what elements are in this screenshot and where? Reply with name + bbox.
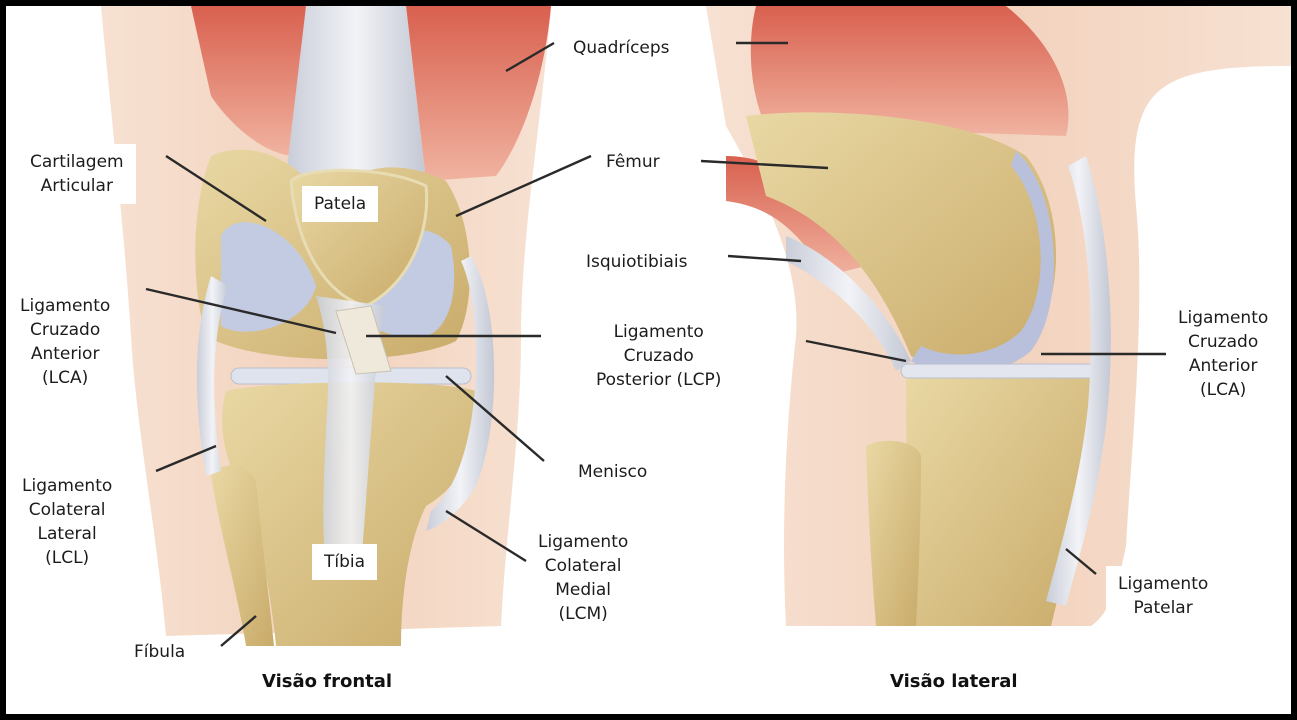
label-fibula: Fíbula [134,640,185,664]
label-line: Colateral [538,554,628,578]
label-tibia: Tíbia [312,544,377,580]
label-line: Isquiotibiais [586,250,687,274]
label-line: Fíbula [134,640,185,664]
label-lcm: Ligamento Colateral Medial (LCM) [538,530,628,626]
label-line: (LCA) [1178,378,1268,402]
label-line: Cruzado [1178,330,1268,354]
label-line: Ligamento [1118,572,1208,596]
label-line: Posterior (LCP) [596,368,721,392]
label-patela: Patela [302,186,378,222]
label-line: Quadríceps [573,36,670,60]
label-line: Fêmur [606,150,660,174]
label-lca-lateral: Ligamento Cruzado Anterior (LCA) [1166,300,1280,408]
label-line: Anterior [20,342,110,366]
label-line: Medial [538,578,628,602]
label-line: Cartilagem [30,150,124,174]
label-line: Anterior [1178,354,1268,378]
label-line: Patela [314,192,366,216]
lateral-fibula [866,441,921,626]
label-line: (LCA) [20,366,110,390]
label-femur: Fêmur [606,150,660,174]
label-line: Lateral [22,522,112,546]
label-isquiotibiais: Isquiotibiais [574,244,699,280]
label-line: Menisco [578,460,647,484]
label-lca-frontal: Ligamento Cruzado Anterior (LCA) [20,294,110,390]
label-line: Cruzado [20,318,110,342]
label-line: Ligamento [22,474,112,498]
label-quadriceps: Quadríceps [561,30,682,66]
label-line: Articular [30,174,124,198]
label-line: Colateral [22,498,112,522]
label-line: Ligamento [1178,306,1268,330]
label-line: Tíbia [324,550,365,574]
label-line: Ligamento [538,530,628,554]
label-line: Ligamento [596,320,721,344]
caption-frontal: Visão frontal [262,671,392,692]
frontal-quadriceps-tendon [286,6,426,181]
caption-lateral: Visão lateral [890,671,1018,692]
lateral-meniscus [901,364,1096,378]
label-line: (LCL) [22,546,112,570]
label-line: Patelar [1118,596,1208,620]
label-cartilagem-articular: Cartilagem Articular [18,144,136,204]
label-ligamento-patelar: Ligamento Patelar [1106,566,1220,626]
label-line: Cruzado [596,344,721,368]
label-lcl: Ligamento Colateral Lateral (LCL) [22,474,112,570]
label-line: Ligamento [20,294,110,318]
label-lcp: Ligamento Cruzado Posterior (LCP) [596,320,721,392]
label-line: (LCM) [538,602,628,626]
label-menisco: Menisco [578,460,647,484]
